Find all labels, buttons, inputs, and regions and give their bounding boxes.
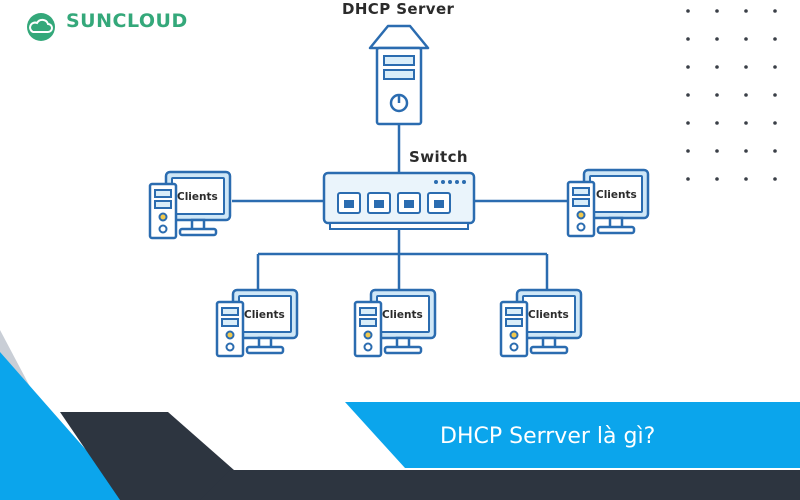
connection-lines [232, 124, 568, 290]
brand-name: SUNCLOUD [66, 10, 188, 32]
dark-band-left [60, 412, 268, 500]
client-label-bottom-1: Clients [244, 309, 285, 321]
client-computer-bottom-2-icon [353, 288, 437, 358]
client-label-right: Clients [596, 189, 637, 201]
client-computer-bottom-3-icon [499, 288, 583, 358]
dots-pattern [686, 9, 777, 181]
client-computer-bottom-1-icon [215, 288, 299, 358]
client-computer-left-icon [148, 170, 232, 240]
banner-background [345, 402, 800, 468]
banner-title: DHCP Serrver là gì? [440, 424, 656, 449]
client-label-bottom-2: Clients [382, 309, 423, 321]
client-label-left: Clients [177, 191, 218, 203]
switch-label: Switch [409, 148, 468, 166]
dhcp-server-icon [368, 24, 430, 126]
cloud-logo-icon [27, 13, 55, 41]
client-computer-right-icon [566, 168, 650, 238]
client-label-bottom-3: Clients [528, 309, 569, 321]
switch-icon [322, 171, 476, 230]
server-label: DHCP Server [342, 0, 455, 18]
dark-band-bottom [200, 470, 800, 500]
